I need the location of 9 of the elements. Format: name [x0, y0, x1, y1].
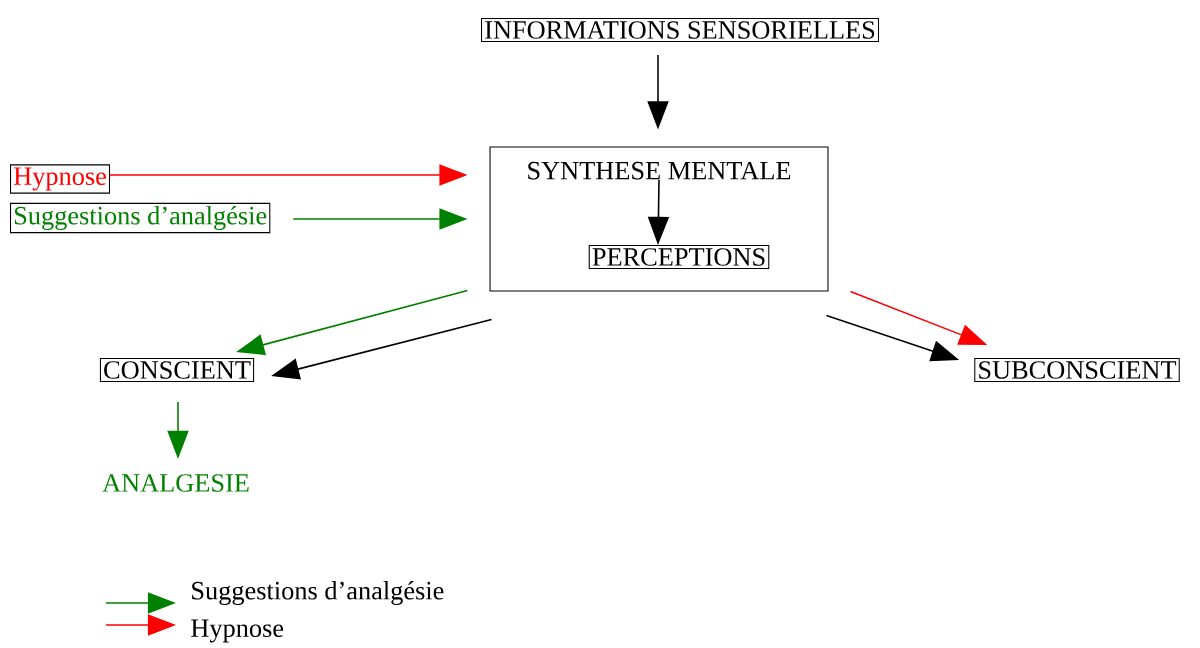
result-text: ANALGESIE [102, 474, 249, 492]
output-box: SUBCONSCIENT [974, 357, 1180, 382]
output-box: CONSCIENT [99, 357, 255, 382]
legend-label: Hypnose [191, 619, 284, 643]
source-box: Hypnose [10, 164, 111, 194]
source-box: Suggestions d’analgésie [10, 202, 271, 234]
input-box: INFORMATIONS SENSORIELLES [481, 17, 879, 42]
inner-box: PERCEPTIONS [588, 245, 770, 269]
legend-label: Suggestions d’analgésie [192, 581, 444, 605]
